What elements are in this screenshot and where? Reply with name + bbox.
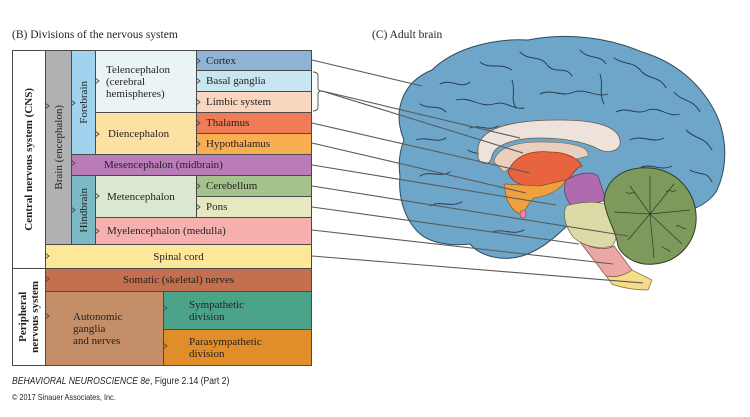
figure-credit: BEHAVIORAL NEUROSCIENCE 8e, Figure 2.14 … <box>12 376 229 387</box>
chevron-icon <box>195 98 201 106</box>
leader-line-hypothalamus <box>311 142 527 194</box>
spinal-cord-shape <box>605 269 653 291</box>
leader-lines <box>311 59 644 284</box>
telencephalon-line-3: hemispheres) <box>106 87 165 100</box>
chevron-icon <box>94 192 100 200</box>
sympathetic-cell: Sympathetic division <box>163 291 312 330</box>
metencephalon-cell: Metencephalon <box>95 175 197 218</box>
limbic-system-label: Limbic system <box>206 96 272 108</box>
chevron-icon <box>162 342 168 350</box>
corpus-callosum-shape <box>477 119 621 165</box>
gyri-lines <box>415 49 713 233</box>
basal-ganglia-label: Basal ganglia <box>206 75 266 87</box>
chevron-icon <box>195 77 201 85</box>
myelencephalon-label: Myelencephalon (medulla) <box>107 225 226 237</box>
pons-shape <box>564 201 618 248</box>
telencephalon-line-1: Telencephalon <box>106 63 170 76</box>
spinal-cord-cell: Spinal cord <box>45 244 312 269</box>
autonomic-cell: Autonomic ganglia and nerves <box>45 291 164 366</box>
chevron-icon <box>44 312 50 320</box>
parasympathetic-line-2: division <box>189 347 225 360</box>
chevron-icon <box>162 304 168 312</box>
copyright: © 2017 Sinauer Associates, Inc. <box>12 392 116 402</box>
chevron-icon <box>44 102 50 110</box>
cns-column: Central nervous system (CNS) <box>12 50 46 269</box>
somatic-label: Somatic (skeletal) nerves <box>122 274 235 286</box>
chevron-icon <box>44 275 50 283</box>
cortex-cell: Cortex <box>196 50 312 71</box>
sympathetic-line-2: division <box>189 310 225 323</box>
brace-bracket <box>312 71 323 112</box>
chevron-icon <box>94 130 100 138</box>
spinal-cord-label: Spinal cord <box>153 250 204 263</box>
thalamus-cell: Thalamus <box>196 112 312 134</box>
chevron-icon <box>195 119 201 127</box>
pituitary-shape <box>519 209 527 219</box>
leader-line-mesencephalon <box>311 164 557 206</box>
cortex-label: Cortex <box>206 54 236 67</box>
diencephalon-cell: Diencephalon <box>95 112 197 155</box>
cerebellum-folia <box>613 176 691 259</box>
chevron-icon <box>195 57 201 65</box>
cerebellum-label: Cerebellum <box>206 180 258 192</box>
panel-c-title: (C) Adult brain <box>372 29 443 41</box>
hypothalamus-label: Hypothalamus <box>206 138 271 150</box>
leader-line-spinal-cord <box>311 255 644 284</box>
autonomic-line-2: ganglia <box>73 322 106 335</box>
pons-label: Pons <box>206 201 228 213</box>
leader-line-basal-ganglia <box>321 90 521 139</box>
chevron-icon <box>195 203 201 211</box>
leader-line-cortex <box>311 59 423 87</box>
brain-illustration <box>398 35 726 291</box>
chevron-icon <box>195 182 201 190</box>
leader-line-medulla <box>311 229 614 265</box>
chevron-icon <box>44 252 50 260</box>
hypothalamus-shape <box>503 179 567 215</box>
forebrain-column: Forebrain <box>71 50 96 155</box>
diencephalon-label: Diencephalon <box>108 127 170 140</box>
telencephalon-line-2: (cerebral <box>106 75 146 88</box>
parasympathetic-cell: Parasympathetic division <box>163 329 312 366</box>
autonomic-line-3: and nerves <box>73 334 121 347</box>
chevron-icon <box>94 77 100 85</box>
chevron-icon <box>195 140 201 148</box>
metencephalon-label: Metencephalon <box>107 190 175 203</box>
figure-number: , Figure 2.14 (Part 2) <box>149 376 230 387</box>
panel-b-title: (B) Divisions of the nervous system <box>12 29 178 41</box>
chevron-icon <box>70 159 76 167</box>
parasympathetic-line-1: Parasympathetic <box>189 335 262 348</box>
chevron-icon <box>70 206 76 214</box>
chevron-icon <box>70 99 76 107</box>
mesencephalon-label: Mesencephalon (midbrain) <box>104 159 223 171</box>
leader-line-pons <box>311 206 580 245</box>
autonomic-line-1: Autonomic <box>73 310 123 323</box>
thalamus-label: Thalamus <box>206 117 250 129</box>
leader-line-cerebellum <box>311 185 629 237</box>
somatic-cell: Somatic (skeletal) nerves <box>45 268 312 292</box>
leader-line-limbic <box>321 90 524 154</box>
sympathetic-line-1: Sympathetic <box>189 298 244 311</box>
book-title: BEHAVIORAL NEUROSCIENCE 8e <box>12 376 150 387</box>
leader-line-thalamus <box>311 122 531 174</box>
chevron-notches <box>44 57 201 350</box>
chevron-icon <box>94 227 100 235</box>
